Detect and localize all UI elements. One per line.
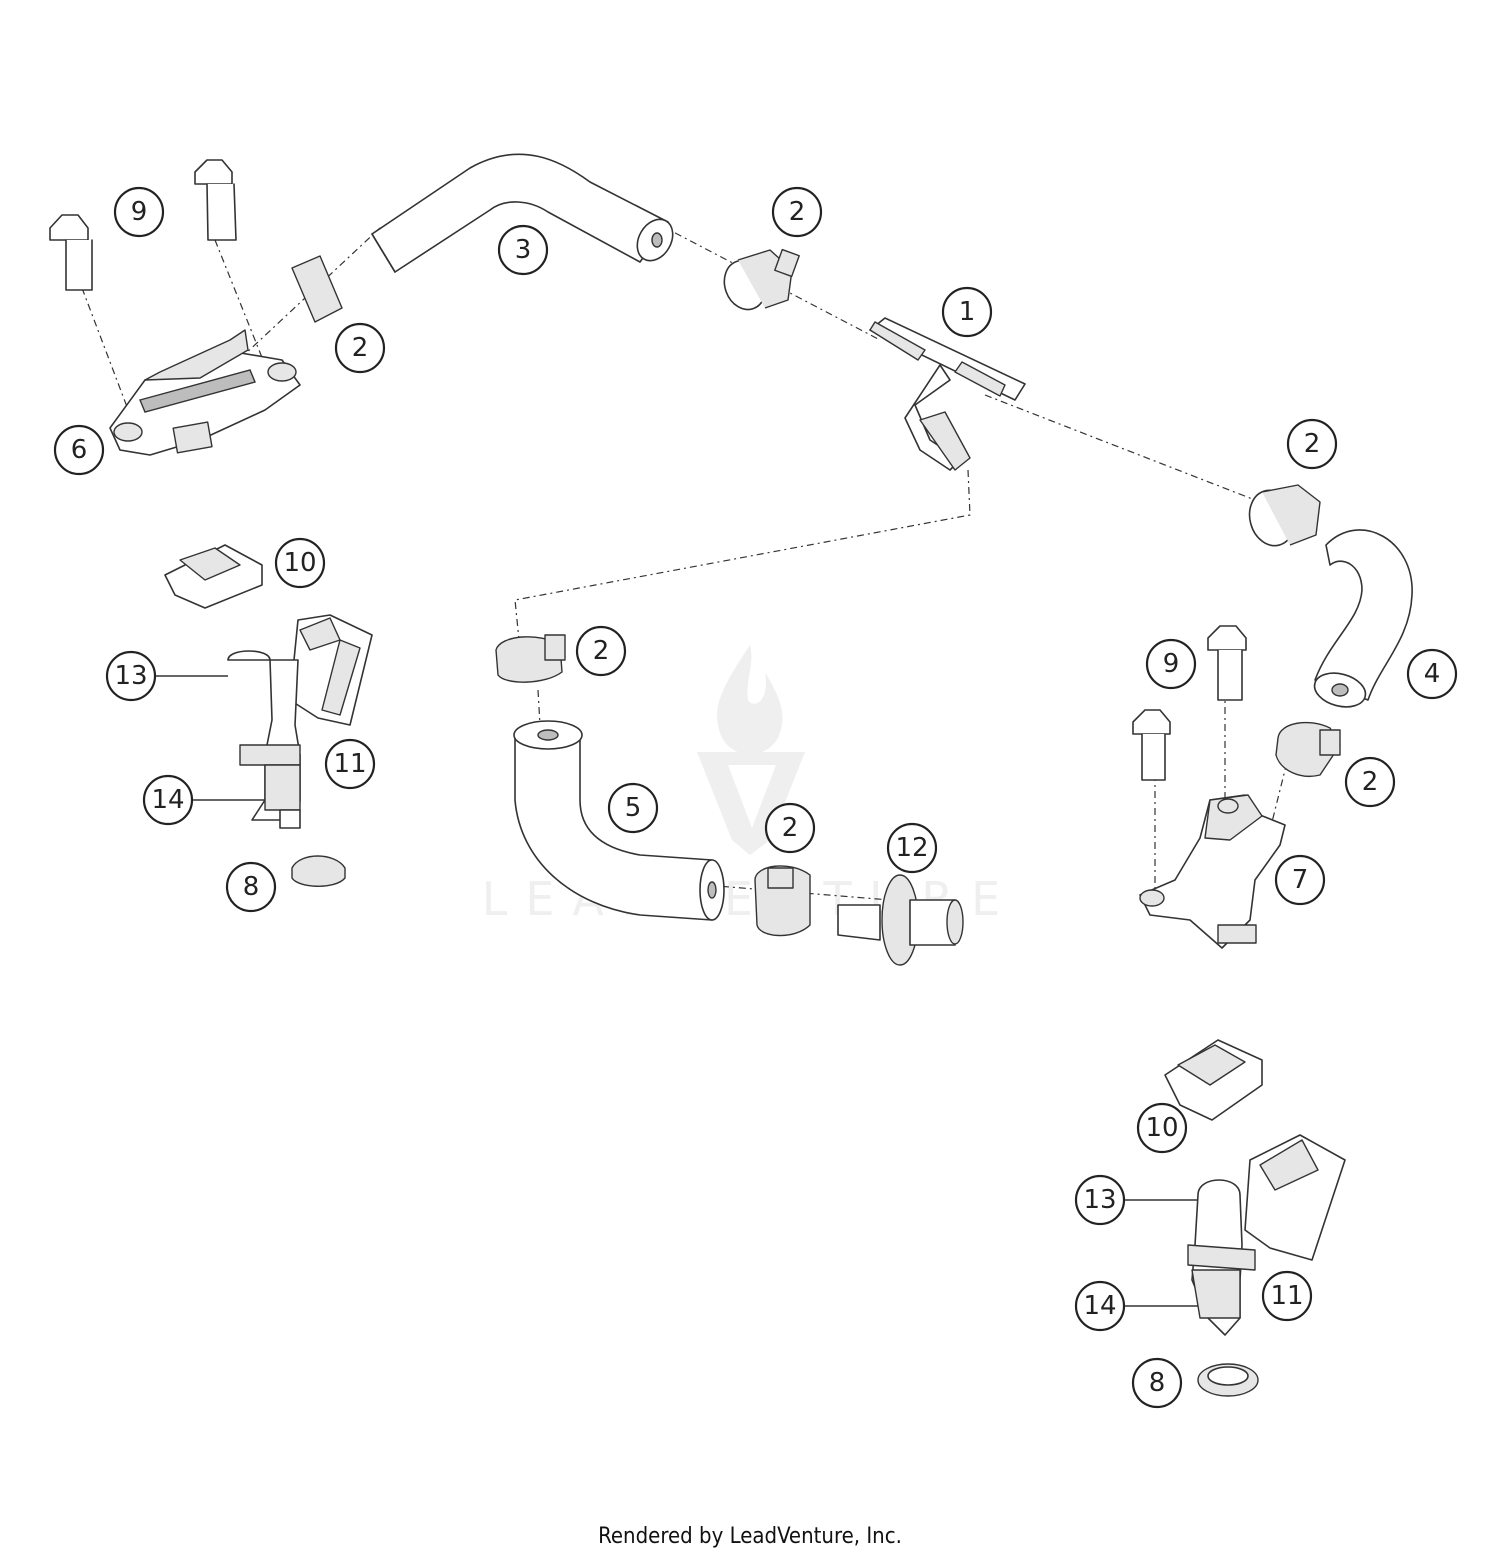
sensor-6 [109,329,301,456]
svg-text:13: 13 [1083,1185,1116,1215]
callout-10-left[interactable]: 10 [274,537,326,589]
bolt-9d [1132,709,1171,781]
hose-4 [1313,529,1413,708]
svg-text:7: 7 [1292,865,1309,895]
clip-10b [1164,1039,1263,1121]
bolt-9c [1207,625,1247,701]
svg-text:2: 2 [782,813,799,843]
callout-5[interactable]: 5 [607,782,659,834]
svg-text:6: 6 [71,435,88,465]
connector-11a [289,614,373,726]
callout-4[interactable]: 4 [1406,648,1458,700]
callout-2-bottom[interactable]: 2 [764,802,816,854]
callout-2-top[interactable]: 2 [771,186,823,238]
connector-11b [1244,1134,1346,1261]
svg-text:10: 10 [283,548,316,578]
svg-text:11: 11 [1270,1281,1303,1311]
callout-11-left[interactable]: 11 [324,738,376,790]
svg-text:11: 11 [333,749,366,779]
o-ring-8a [291,855,346,887]
svg-text:2: 2 [789,197,806,227]
callout-13-right[interactable]: 13 [1074,1174,1126,1226]
footer-credit: Rendered by LeadVenture, Inc. [598,1524,902,1549]
callout-2-right-top[interactable]: 2 [1286,418,1338,470]
injector-13a [227,650,301,829]
callout-7[interactable]: 7 [1274,854,1326,906]
assembly-centerlines [81,224,1296,901]
o-ring-8b [1197,1363,1259,1397]
v-logo-icon [697,752,805,855]
svg-text:12: 12 [895,833,928,863]
leader-lines [155,675,1198,1307]
svg-text:8: 8 [243,872,260,902]
hose-3 [371,153,674,273]
t-fitting-1 [869,317,1026,471]
callout-9-right[interactable]: 9 [1145,638,1197,690]
injector-13b [1187,1179,1256,1336]
svg-text:13: 13 [114,661,147,691]
flame-logo-icon [717,645,783,755]
svg-text:2: 2 [1304,429,1321,459]
callout-14-right[interactable]: 14 [1074,1280,1126,1332]
svg-text:1: 1 [959,297,976,327]
callout-1[interactable]: 1 [941,286,993,338]
callout-8-left[interactable]: 8 [225,861,277,913]
callout-8-right[interactable]: 8 [1131,1357,1183,1409]
svg-text:2: 2 [593,636,610,666]
hose-clamp-2c [1248,484,1321,547]
callout-9-left[interactable]: 9 [113,186,165,238]
callout-3[interactable]: 3 [497,224,549,276]
svg-text:5: 5 [625,793,642,823]
callout-2-left[interactable]: 2 [334,322,386,374]
callout-13-left[interactable]: 13 [105,650,157,702]
bolt-9a [49,214,93,291]
bolt-9b [194,159,237,241]
hose-clamp-2d [1275,721,1341,777]
callout-10-right[interactable]: 10 [1136,1102,1188,1154]
hose-clamp-2e [495,634,566,683]
callout-2-middle[interactable]: 2 [575,625,627,677]
svg-text:4: 4 [1424,659,1441,689]
hose-clamp-2a [291,255,343,323]
svg-text:2: 2 [352,333,369,363]
callout-14-left[interactable]: 14 [142,774,194,826]
callout-2-right[interactable]: 2 [1344,756,1396,808]
hose-clamp-2f [754,865,811,937]
svg-text:8: 8 [1149,1368,1166,1398]
svg-text:2: 2 [1362,767,1379,797]
callout-6[interactable]: 6 [53,424,105,476]
hose-clamp-2b [723,248,800,311]
sensor-7 [1139,794,1286,949]
fitting-12 [837,874,964,966]
callout-11-right[interactable]: 11 [1261,1270,1313,1322]
svg-text:3: 3 [515,235,532,265]
svg-text:10: 10 [1145,1113,1178,1143]
clip-10a [164,544,263,609]
svg-text:14: 14 [1083,1291,1116,1321]
hose-5 [513,720,725,921]
svg-text:9: 9 [1163,649,1180,679]
callout-12[interactable]: 12 [886,822,938,874]
svg-text:9: 9 [131,197,148,227]
svg-text:14: 14 [151,785,184,815]
